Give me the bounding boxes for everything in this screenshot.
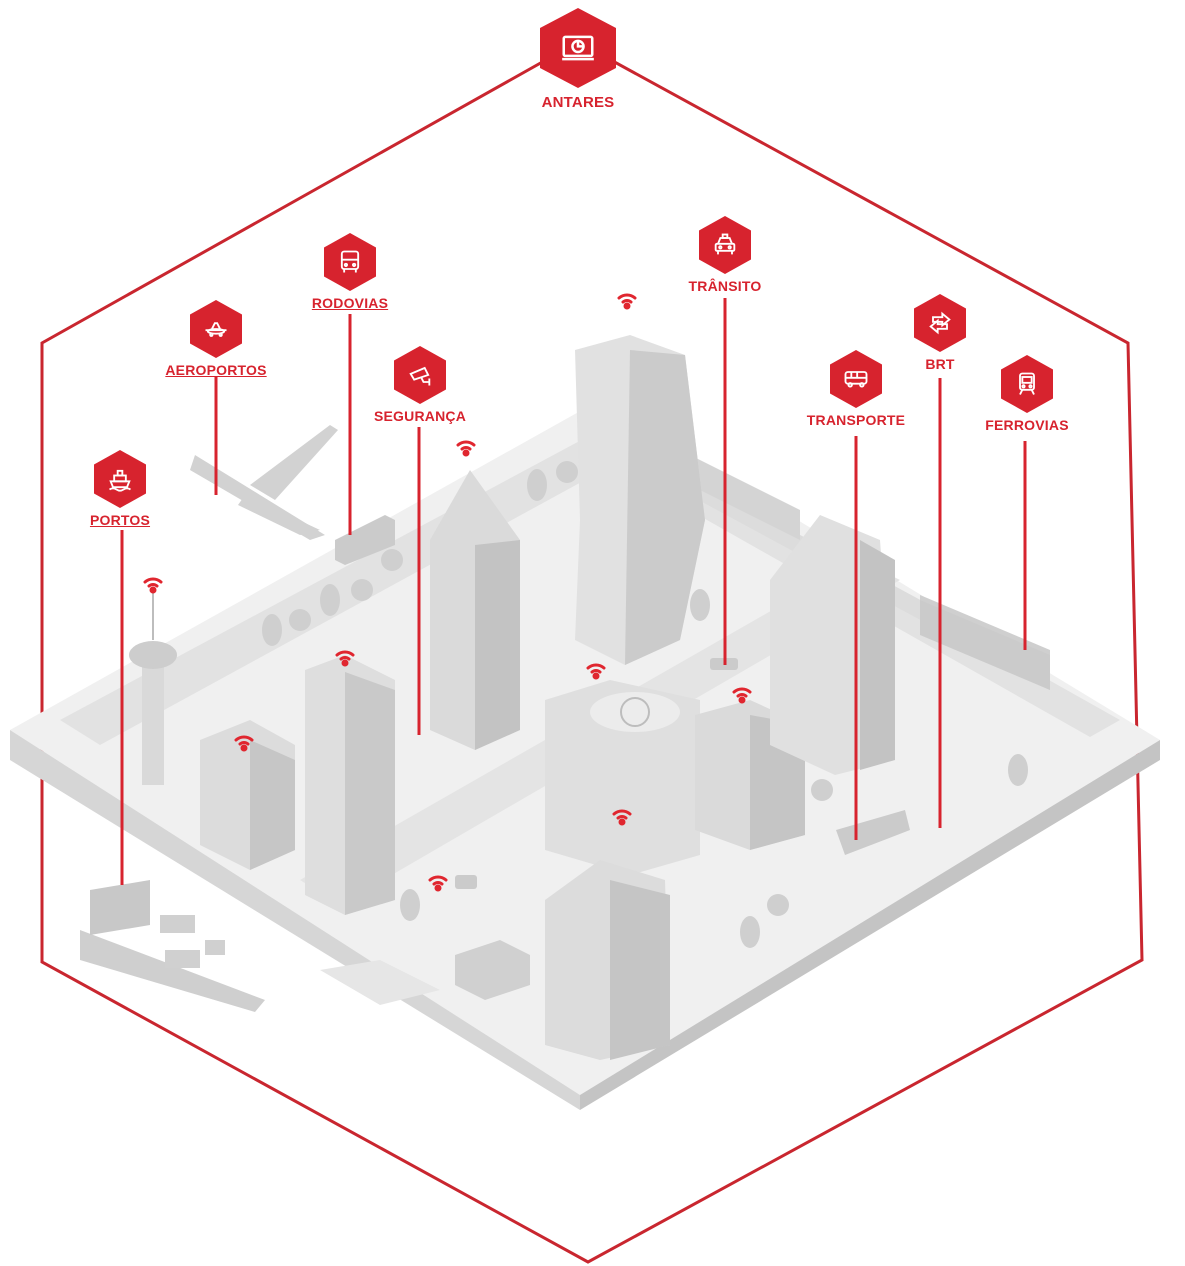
swap-arrows-icon (914, 294, 966, 352)
vehicles (335, 515, 1050, 889)
truck-icon (324, 233, 376, 291)
train-icon (1001, 355, 1053, 413)
hub-rodovias[interactable]: RODOVIAS (310, 233, 390, 311)
port-illustration (80, 880, 265, 1012)
hub-label: BRT (925, 356, 955, 372)
hub-label[interactable]: PORTOS (89, 512, 151, 528)
hexagon-frame (40, 40, 1144, 1264)
airplane-icon (190, 300, 242, 358)
hub-label: FERROVIAS (985, 417, 1069, 433)
hub-aeroportos[interactable]: AEROPORTOS (165, 300, 266, 378)
buildings (200, 335, 895, 1060)
dashboard-screen-icon (540, 8, 616, 88)
connector-lines (120, 298, 1027, 885)
wifi-signal-markers (143, 293, 752, 892)
control-tower (129, 590, 177, 785)
hub-label: TRANSPORTE (806, 412, 906, 428)
ship-icon (94, 450, 146, 508)
hub-label: TRÂNSITO (688, 278, 762, 294)
bus-icon (830, 350, 882, 408)
hub-transito[interactable]: TRÂNSITO (680, 216, 770, 294)
hub-transporte[interactable]: TRANSPORTE (806, 350, 906, 428)
taxi-icon (699, 216, 751, 274)
hub-antares[interactable]: ANTARES (538, 8, 618, 111)
airplane-illustration (190, 425, 338, 540)
hub-label: SEGURANÇA (373, 408, 467, 424)
hub-brt[interactable]: BRT (900, 294, 980, 372)
hub-label: ANTARES (541, 94, 615, 111)
hub-portos[interactable]: PORTOS (80, 450, 160, 528)
hub-ferrovias[interactable]: FERROVIAS (985, 355, 1069, 433)
hub-label[interactable]: RODOVIAS (311, 295, 389, 311)
security-camera-icon (394, 346, 446, 404)
hub-label[interactable]: AEROPORTOS (165, 362, 267, 378)
trees (262, 461, 1028, 948)
hub-seguranca[interactable]: SEGURANÇA (374, 346, 466, 424)
